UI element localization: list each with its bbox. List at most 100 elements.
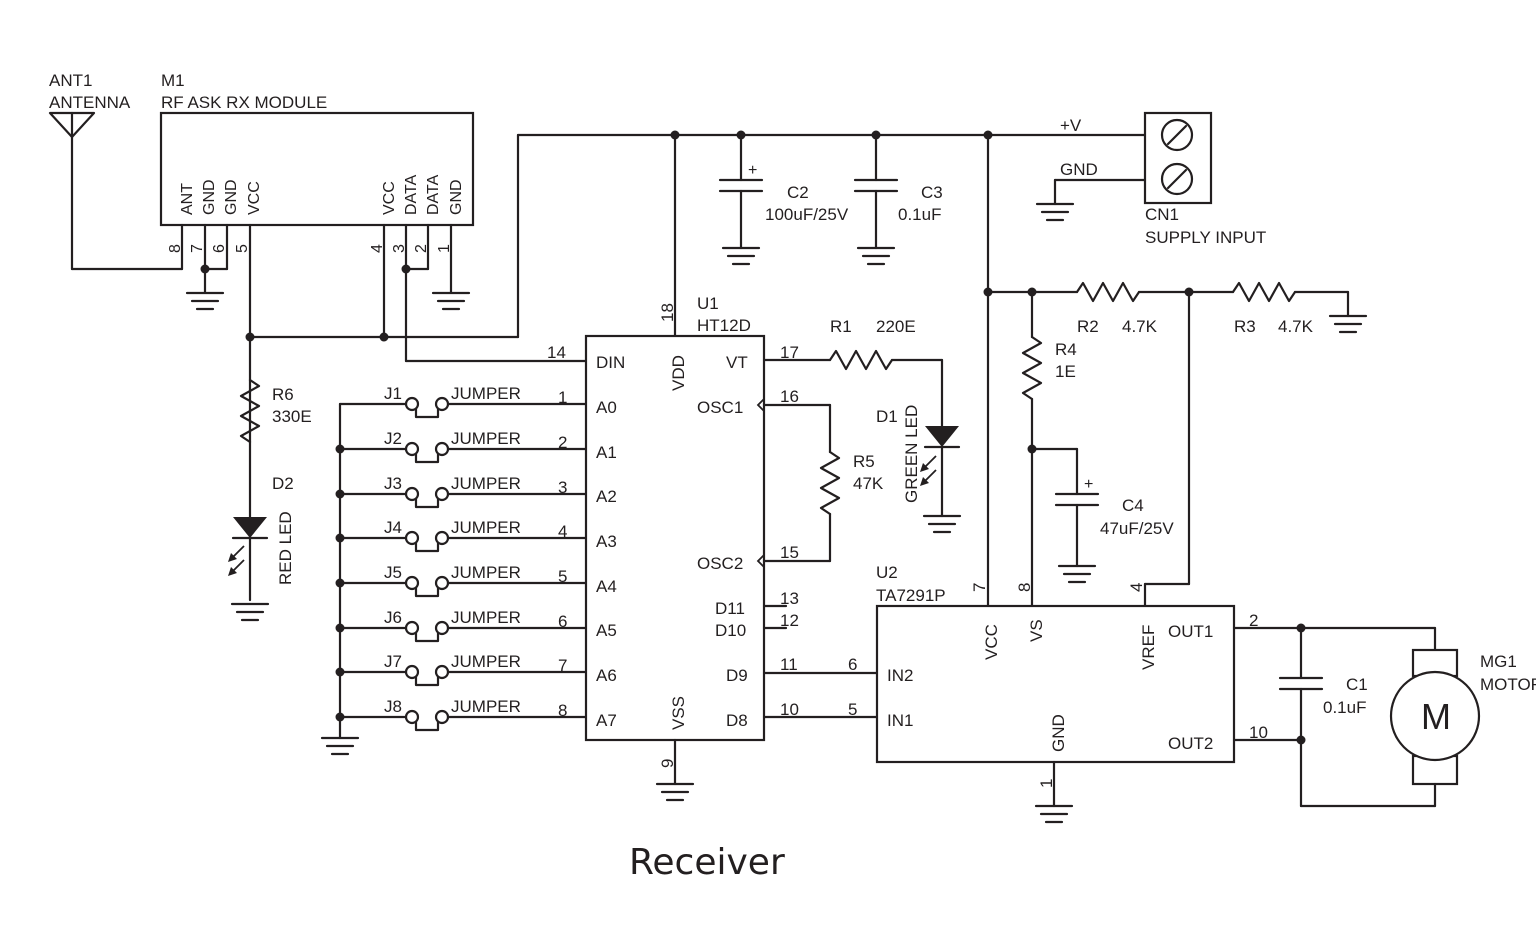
resistor-r3: R3 4.7K — [1231, 281, 1368, 336]
jumper-label: JUMPER — [451, 384, 521, 403]
r2-ref: R2 — [1077, 317, 1099, 336]
u1-d11-label: D11 — [715, 599, 745, 618]
u2-vs-label: VS — [1027, 619, 1046, 642]
r6-ref: R6 — [272, 385, 294, 404]
jumper-j6[interactable]: J6 JUMPER 6 — [338, 608, 588, 643]
u2-out1-label: OUT1 — [1168, 622, 1213, 641]
m1-pin-label: GND — [201, 179, 218, 215]
r3-value: 4.7K — [1278, 317, 1314, 336]
jumper-pin: 7 — [558, 656, 567, 675]
c1-ref: C1 — [1346, 675, 1368, 694]
u1-vdd-pin: 18 — [658, 303, 677, 322]
supply-gnd: GND — [1035, 160, 1147, 222]
m1-pin-label: ANT — [179, 183, 196, 215]
d1-name: GREEN LED — [902, 405, 921, 503]
u2-vref-pin: 4 — [1127, 583, 1146, 592]
m1-pin-number: 5 — [234, 244, 251, 253]
d1-ref: D1 — [876, 407, 898, 426]
jumper-j8[interactable]: J8 JUMPER 8 — [338, 697, 588, 732]
m1-pin-number: 8 — [167, 244, 184, 253]
ic-u2-ta7291p: U2 TA7291P VCC 7 VS 8 VREF 4 OUT1 OUT2 I… — [848, 563, 1236, 824]
jumper-j3[interactable]: J3 JUMPER 3 — [338, 474, 588, 509]
m1-pin-label: VCC — [381, 181, 398, 215]
u1-name: HT12D — [697, 316, 751, 335]
u1-osc2-label: OSC2 — [697, 554, 743, 573]
jumper-ref: J8 — [384, 697, 402, 716]
c4-value: 47uF/25V — [1100, 519, 1174, 538]
u2-in1-pin: 5 — [848, 700, 857, 719]
jumper-j1[interactable]: J1 JUMPER 1 — [338, 384, 588, 419]
jumper-j5[interactable]: J5 JUMPER 5 — [338, 563, 588, 598]
m1-pin-label: GND — [223, 179, 240, 215]
ground-symbol — [431, 291, 471, 311]
jumper-ref: J5 — [384, 563, 402, 582]
resistor-r1: R1 220E — [828, 317, 944, 371]
u2-vs-pin: 8 — [1015, 583, 1034, 592]
resistor-r6: R6 330E — [239, 378, 312, 444]
m1-ref: M1 — [161, 71, 185, 90]
c1-value: 0.1uF — [1323, 698, 1366, 717]
vref-wire — [1143, 290, 1191, 608]
c4-ref: C4 — [1122, 496, 1144, 515]
u1-addr-label: A7 — [596, 711, 617, 730]
ic-u1-ht12d: U1 HT12D DIN 14 VDD 18 VSS 9 A0 A1 A2 A3… — [547, 294, 766, 802]
u1-addr-label: A6 — [596, 666, 617, 685]
m1-pin-label: DATA — [403, 174, 420, 215]
c4-plus: + — [1084, 476, 1093, 493]
u2-gnd-label: GND — [1049, 714, 1068, 752]
m1-pin-number: 2 — [413, 244, 430, 253]
d2-name: RED LED — [276, 511, 295, 585]
jumper-pin: 4 — [558, 522, 567, 541]
ground-symbol — [185, 291, 225, 311]
r2-value: 4.7K — [1122, 317, 1158, 336]
u2-in2-pin: 6 — [848, 655, 857, 674]
capacitor-c4: + C4 47uF/25V — [1030, 447, 1174, 584]
cn1-ref: CN1 — [1145, 205, 1179, 224]
m1-pin-number: 7 — [189, 244, 206, 253]
capacitor-c3: C3 0.1uF — [853, 133, 943, 266]
jumper-label: JUMPER — [451, 697, 521, 716]
u2-ref: U2 — [876, 563, 898, 582]
jumper-pin: 3 — [558, 478, 567, 497]
rx-module-m1: M1 RF ASK RX MODULE ANT GND GND VCC VCC … — [159, 71, 475, 602]
m1-pin-number: 6 — [211, 244, 228, 253]
antenna-ant1: ANT1 ANTENNA — [48, 71, 184, 271]
motor-symbol: M — [1421, 696, 1451, 737]
jumper-label: JUMPER — [451, 608, 521, 627]
resistor-r4: R4 1E — [1021, 290, 1077, 608]
jumper-ref: J4 — [384, 518, 402, 537]
u2-vcc-pin: 7 — [970, 583, 989, 592]
jumper-pin: 6 — [558, 612, 567, 631]
u1-d8-pin: 10 — [780, 700, 799, 719]
c2-value: 100uF/25V — [765, 205, 849, 224]
supply-rail: +V — [245, 116, 1147, 608]
u2-in1-label: IN1 — [887, 711, 913, 730]
jumper-ref: J2 — [384, 429, 402, 448]
capacitor-c2: + C2 100uF/25V — [718, 133, 849, 266]
c3-ref: C3 — [921, 183, 943, 202]
jumper-ref: J7 — [384, 652, 402, 671]
u2-in2-label: IN2 — [887, 666, 913, 685]
ant1-name: ANTENNA — [49, 93, 131, 112]
u1-addr-label: A2 — [596, 487, 617, 506]
jumper-pin: 8 — [558, 701, 567, 720]
m1-pin-number: 3 — [391, 244, 408, 253]
jumper-j7[interactable]: J7 JUMPER 7 — [338, 652, 588, 687]
connector-cn1[interactable]: CN1 SUPPLY INPUT — [1143, 111, 1266, 247]
u1-osc2-pin: 15 — [780, 543, 799, 562]
u1-d10-pin: 12 — [780, 611, 799, 630]
u1-osc1-pin: 16 — [780, 387, 799, 406]
jumper-j4[interactable]: J4 JUMPER 4 — [338, 518, 588, 553]
u1-vt-label: VT — [726, 353, 748, 372]
supply-gnd-label: GND — [1060, 160, 1098, 179]
r6-value: 330E — [272, 407, 312, 426]
led-d2: D2 RED LED — [228, 474, 295, 622]
jumper-j2[interactable]: J2 JUMPER 2 — [338, 429, 588, 464]
r4-ref: R4 — [1055, 340, 1077, 359]
m1-pin-label: VCC — [246, 181, 263, 215]
u1-d8-label: D8 — [726, 711, 748, 730]
u1-vss-pin: 9 — [658, 759, 677, 768]
u1-d10-label: D10 — [715, 621, 746, 640]
